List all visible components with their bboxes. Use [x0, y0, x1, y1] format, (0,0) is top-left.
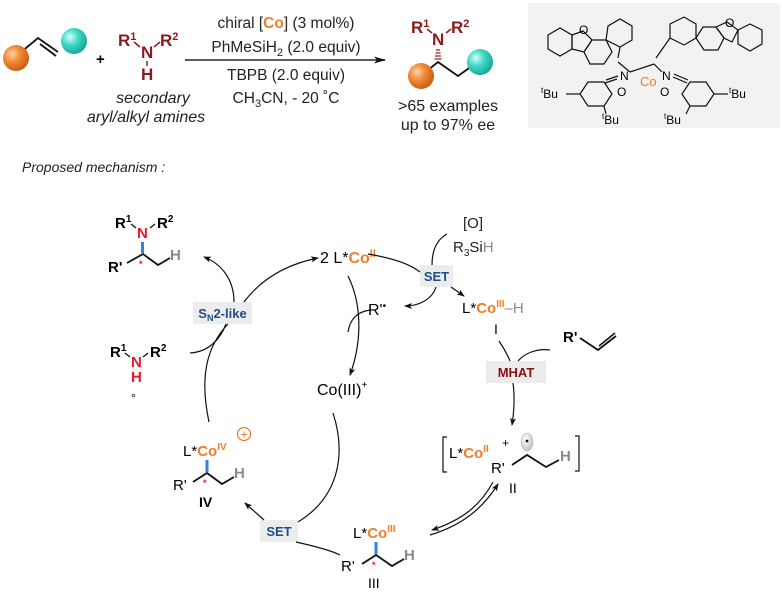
catalyst-cobalt-label: Co: [640, 74, 657, 89]
radical-r: R'•: [368, 301, 387, 319]
label-I: I: [494, 321, 498, 337]
silane-label: R3SiH: [453, 239, 494, 259]
product-amine: R1 N R2: [408, 18, 493, 89]
svg-text:R2: R2: [451, 18, 469, 37]
catalyst-structure: O O N N Co O O tBu tBu tBu tBu: [528, 3, 780, 128]
oxidant-label: [O]: [463, 215, 483, 232]
svg-text:SET: SET: [424, 269, 449, 284]
svg-text:R1: R1: [110, 343, 127, 361]
svg-text:tBu: tBu: [602, 112, 619, 127]
svg-text:R1: R1: [115, 214, 132, 232]
label-IV: IV: [199, 494, 213, 510]
svg-text:R2: R2: [157, 214, 174, 232]
amine-caption-line2: aryl/alkyl amines: [87, 109, 205, 126]
svg-text:O: O: [579, 23, 588, 37]
product-amine-mechanism: R1 N R2 H R' *: [108, 214, 181, 276]
label-III: III: [368, 575, 380, 591]
svg-text:H: H: [234, 465, 245, 482]
svg-text:PhMeSiH2 (2.0 equiv): PhMeSiH2 (2.0 equiv): [211, 39, 360, 59]
svg-text:MHAT: MHAT: [498, 365, 535, 380]
svg-text:H: H: [404, 547, 415, 564]
svg-text:N: N: [620, 69, 629, 83]
reaction-conditions: chiral [Co] (3 mol%) PhMeSiH2 (2.0 equiv…: [211, 15, 360, 110]
svg-text:N: N: [137, 225, 148, 242]
svg-text:H: H: [560, 448, 571, 465]
label-II: II: [509, 480, 517, 496]
intermediate-I: L*CoIII–H: [462, 299, 524, 317]
svg-text:°: °: [131, 391, 136, 405]
svg-text:L*CoIV: L*CoIV: [183, 442, 227, 460]
svg-text:O: O: [660, 85, 669, 99]
svg-text:SN2-like: SN2-like: [198, 306, 246, 323]
svg-text:+: +: [502, 436, 509, 450]
mhat-badge: MHAT: [486, 361, 546, 383]
svg-text:R': R': [491, 460, 505, 477]
svg-text:R': R': [173, 477, 187, 494]
svg-text:N: N: [432, 30, 444, 49]
intermediate-IV: L*CoIV + H R' * IV: [173, 426, 252, 510]
svg-text:H: H: [170, 247, 181, 264]
svg-text:N: N: [662, 69, 671, 83]
svg-text:R': R': [108, 259, 122, 276]
species-coIII-plus: Co(III)+: [317, 380, 367, 399]
amine-caption-line1: secondary: [116, 90, 191, 107]
sphere-orange-icon: [3, 45, 29, 71]
svg-text:N: N: [141, 43, 153, 62]
svg-text:L*CoII: L*CoII: [449, 444, 489, 462]
sphere-teal-icon: [61, 28, 87, 54]
plus-sign: +: [96, 51, 105, 68]
sphere-teal-icon: [467, 49, 493, 75]
reagent-amine: R1 N R2 H: [118, 31, 178, 84]
svg-text:H: H: [131, 369, 142, 386]
set-badge-bottom: SET: [260, 520, 298, 542]
amine-reagent: R1 N R2 H °: [110, 343, 167, 405]
svg-text:chiral [Co] (3 mol%): chiral [Co] (3 mol%): [218, 15, 355, 32]
intermediate-III: L*CoIII H R' * III: [341, 524, 415, 591]
svg-text:O: O: [725, 16, 734, 30]
svg-text:+: +: [240, 428, 247, 442]
svg-text:*: *: [372, 560, 376, 570]
svg-text:R1: R1: [118, 31, 136, 50]
svg-text:R': R': [563, 329, 577, 346]
cation-charge-icon: [236, 426, 252, 442]
svg-text:tBu: tBu: [541, 86, 558, 101]
sn2-badge: SN2-like: [193, 302, 252, 324]
svg-text:CH3CN, - 20 ˚C: CH3CN, - 20 ˚C: [233, 90, 340, 110]
sphere-orange-icon: [408, 63, 434, 89]
alkene-substrate: R': [563, 329, 617, 352]
svg-text:*: *: [203, 478, 207, 488]
svg-text:*: *: [139, 259, 143, 269]
svg-text:tBu: tBu: [664, 112, 681, 127]
mechanism-title: Proposed mechanism :: [22, 159, 165, 175]
svg-text:R': R': [341, 558, 355, 575]
scope-examples: >65 examples: [398, 98, 498, 115]
svg-text:L*CoIII: L*CoIII: [353, 524, 396, 542]
svg-text:R1: R1: [411, 18, 429, 37]
svg-text:N: N: [131, 354, 142, 371]
scope-ee: up to 97% ee: [401, 117, 495, 134]
species-coII: 2 L*CoII: [320, 248, 376, 267]
svg-text:tBu: tBu: [729, 86, 746, 101]
svg-text:R2: R2: [150, 343, 167, 361]
svg-text:R2: R2: [160, 31, 178, 50]
svg-text:SET: SET: [266, 524, 291, 539]
svg-text:O: O: [617, 85, 626, 99]
svg-text:TBPB (2.0 equiv): TBPB (2.0 equiv): [227, 67, 345, 84]
svg-text:H: H: [141, 65, 153, 84]
substrate-alkene: [3, 28, 87, 71]
set-badge-top: SET: [420, 265, 453, 287]
intermediate-II: L*CoII + R' H II: [442, 432, 580, 496]
